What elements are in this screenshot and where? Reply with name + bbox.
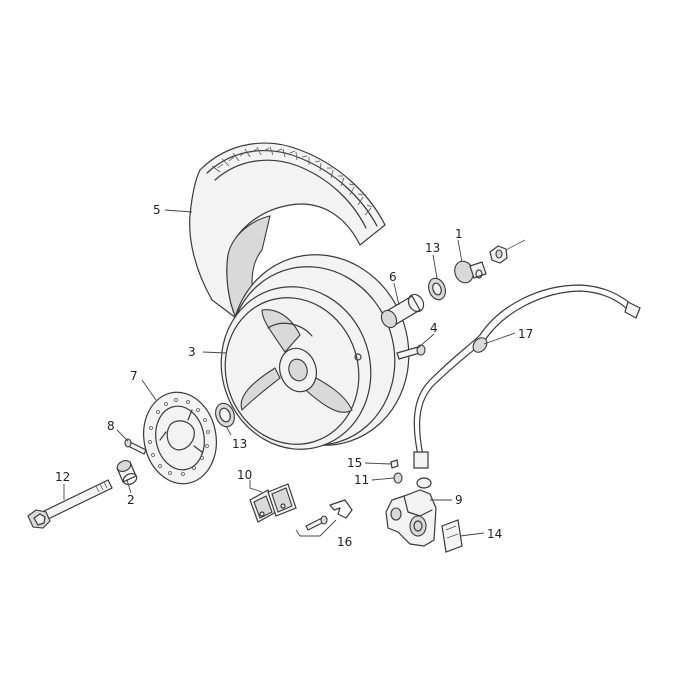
leader-lines	[63, 209, 516, 537]
banjo-parts-drawing	[390, 459, 432, 489]
callout-13-bottom: 13	[232, 437, 247, 451]
callout-5: 5	[153, 203, 161, 217]
disc-screw-drawing	[124, 438, 147, 455]
callout-15: 15	[347, 456, 362, 470]
callout-10: 10	[237, 468, 252, 482]
callout-14: 14	[487, 527, 502, 541]
callout-6: 6	[389, 270, 397, 284]
spacer-drawing	[116, 460, 138, 486]
callout-3: 3	[188, 345, 196, 359]
brake-caliper-drawing	[385, 489, 437, 547]
brake-disc-drawing	[143, 391, 217, 485]
callout-17: 17	[518, 327, 533, 341]
tire-drawing	[189, 142, 386, 320]
callout-labels: 1 2 3 4 5 6 7 8 9 10 11 12 13 13 14 15 1…	[55, 203, 533, 549]
brake-pads-drawing	[249, 483, 297, 523]
brake-hose-drawing	[413, 284, 641, 469]
pad-spring-drawing	[441, 519, 463, 553]
callout-1: 1	[455, 227, 463, 241]
callout-12: 12	[55, 470, 70, 484]
spacer-long-drawing	[380, 293, 425, 329]
callout-2: 2	[127, 493, 135, 507]
axle-bolt-drawing	[27, 479, 113, 529]
callout-8: 8	[107, 419, 115, 433]
bearing-left-drawing	[215, 402, 235, 428]
callout-16: 16	[337, 535, 352, 549]
bearing-right-drawing	[428, 277, 446, 301]
pin-bolt-drawing	[396, 344, 426, 360]
callout-11: 11	[354, 473, 369, 487]
wheel-rim-drawing	[220, 254, 410, 450]
callout-4: 4	[430, 321, 438, 335]
callout-9: 9	[455, 493, 463, 507]
pad-pin-clip-drawing	[305, 499, 353, 531]
callout-13-top: 13	[425, 241, 440, 255]
speedometer-drive-drawing	[454, 239, 526, 284]
callout-7: 7	[130, 369, 138, 383]
